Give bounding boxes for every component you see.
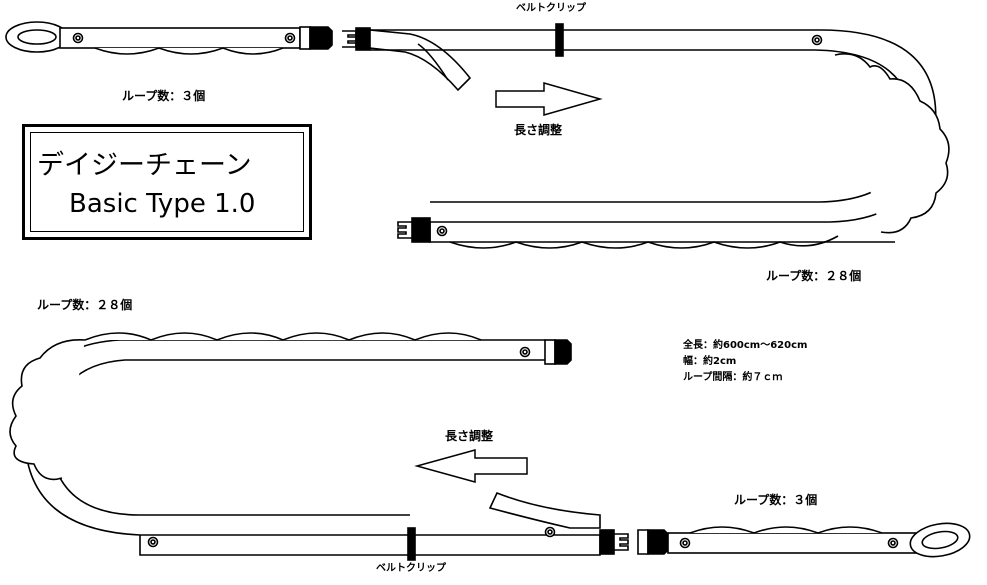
top-long-strap xyxy=(370,23,950,249)
top-buckle-male xyxy=(342,27,472,92)
belt-clip-label-top: ベルトクリップ xyxy=(516,3,586,14)
bottom-short-strap xyxy=(637,522,971,558)
loop-count-bottom-right: ループ数：３個 xyxy=(734,493,818,507)
spec-block: 全長：約600cm～620cm 幅：約2cm ループ間隔：約７ｃｍ xyxy=(683,338,807,386)
bottom-long-strap xyxy=(9,332,629,561)
adjust-arrow-right-icon xyxy=(495,82,603,116)
title-japanese: デイジーチェーン xyxy=(37,150,252,181)
loop-count-bottom-left: ループ数：２８個 xyxy=(37,298,133,312)
title-english: Basic Type 1.0 xyxy=(69,189,256,219)
belt-clip-label-bottom: ベルトクリップ xyxy=(376,563,446,574)
spec-total-length: 全長：約600cm～620cm xyxy=(683,340,808,351)
loop-count-top-left: ループ数：３個 xyxy=(122,89,206,103)
spec-loop-interval: ループ間隔：約７ｃｍ xyxy=(683,372,783,383)
loop-count-top-right: ループ数：２８個 xyxy=(766,269,862,283)
title-box: デイジーチェーン Basic Type 1.0 xyxy=(22,124,312,240)
adjust-label-bottom: 長さ調整 xyxy=(445,429,494,443)
top-short-strap xyxy=(5,21,333,55)
title-inner-frame xyxy=(30,132,304,232)
adjust-arrow-left-icon xyxy=(414,449,528,483)
spec-width: 幅：約2cm xyxy=(683,356,737,367)
adjust-label-top: 長さ調整 xyxy=(514,123,563,137)
